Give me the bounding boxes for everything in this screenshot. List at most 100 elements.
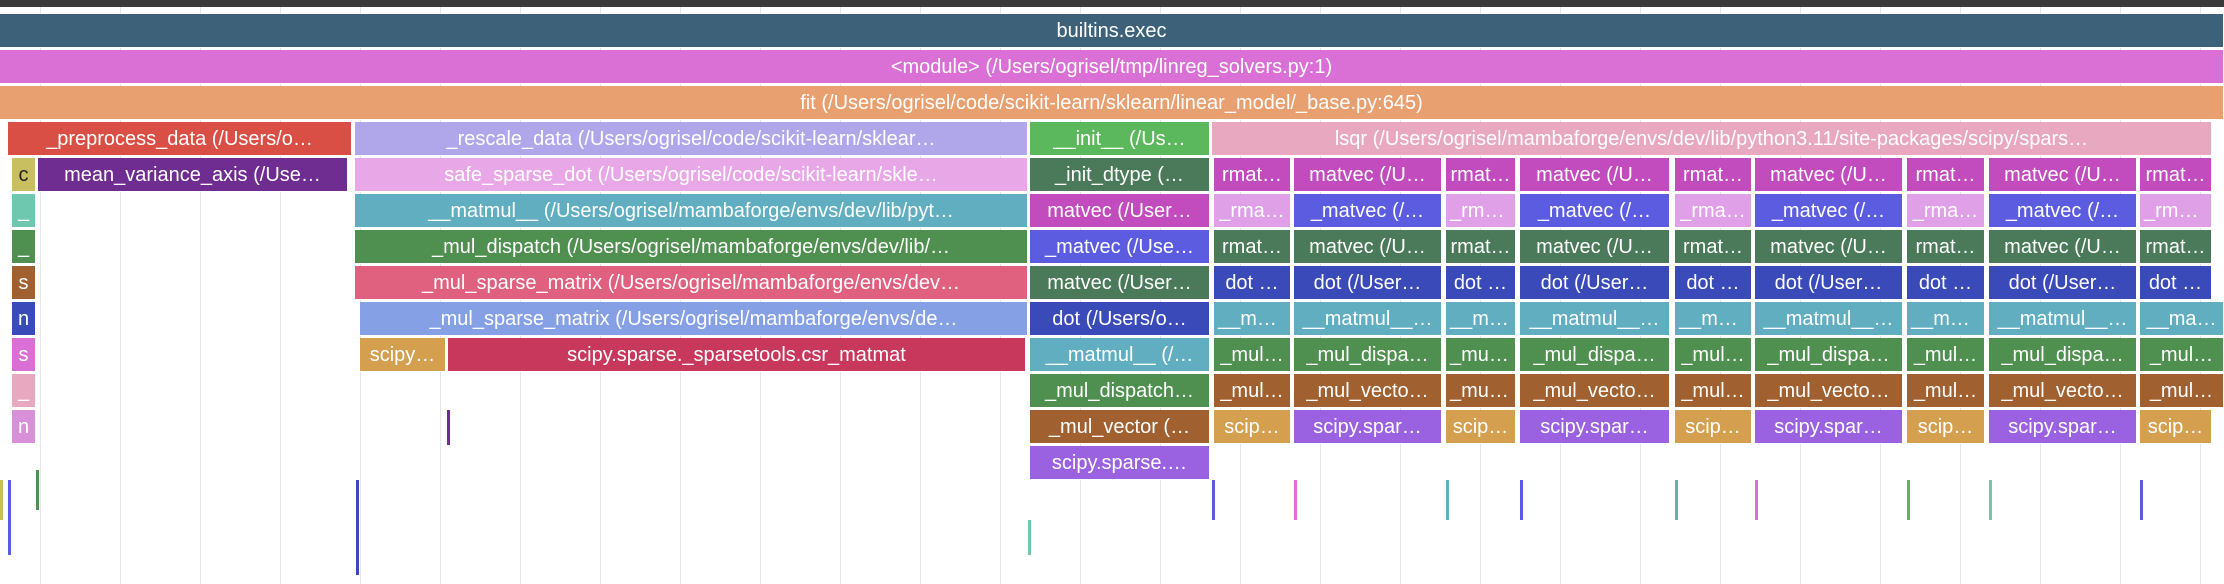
stack-frame[interactable]: dot … <box>1675 266 1752 300</box>
stack-frame[interactable]: _mul_vecto… <box>1755 374 1903 408</box>
stack-frame[interactable]: __ma… <box>1675 302 1752 336</box>
stack-frame[interactable]: builtins.exec <box>0 14 2224 48</box>
stack-frame[interactable]: _mul… <box>1907 338 1985 372</box>
stack-frame[interactable]: matvec (/U… <box>1520 158 1670 192</box>
stack-frame[interactable]: __matmul__… <box>1989 302 2137 336</box>
stack-frame[interactable]: <module> (/Users/ogrisel/tmp/linreg_solv… <box>0 50 2224 84</box>
stack-frame[interactable]: dot (/Users/o… <box>1030 302 1210 336</box>
stack-frame[interactable]: rmat… <box>1214 230 1291 264</box>
stack-frame[interactable]: __ma… <box>1907 302 1985 336</box>
stack-frame[interactable]: rmat… <box>1446 230 1516 264</box>
stack-frame[interactable]: matvec (/U… <box>1989 230 2137 264</box>
stack-frame[interactable]: _mul… <box>1675 374 1752 408</box>
stack-frame[interactable]: rmat… <box>2140 230 2212 264</box>
stack-frame[interactable]: rmat… <box>1446 158 1516 192</box>
stack-frame[interactable]: _matvec (/… <box>1989 194 2137 228</box>
stack-frame[interactable]: scipy.sparse.… <box>1030 446 1210 480</box>
stack-frame[interactable]: __matmul__… <box>1294 302 1442 336</box>
stack-frame[interactable]: rmat… <box>1907 230 1985 264</box>
stack-frame[interactable]: mean_variance_axis (/Use… <box>38 158 348 192</box>
stack-frame[interactable]: _matvec (/… <box>1294 194 1442 228</box>
stack-frame[interactable]: matvec (/U… <box>1755 158 1903 192</box>
stack-frame[interactable]: _mul… <box>1214 374 1291 408</box>
stack-frame[interactable]: dot … <box>1214 266 1291 300</box>
stack-frame[interactable]: safe_sparse_dot (/Users/ogrisel/code/sci… <box>355 158 1028 192</box>
stack-frame[interactable]: _mul_vecto… <box>1294 374 1442 408</box>
stack-frame[interactable]: _mul… <box>2140 338 2224 372</box>
stack-frame[interactable]: dot (/User… <box>1294 266 1442 300</box>
stack-frame[interactable]: scip… <box>1214 410 1291 444</box>
stack-frame[interactable]: _rma… <box>1446 194 1516 228</box>
stack-frame[interactable]: scipy.spar… <box>1989 410 2137 444</box>
stack-frame[interactable]: rmat… <box>1675 230 1752 264</box>
stack-frame[interactable]: _rma… <box>2140 194 2212 228</box>
stack-frame[interactable]: _mul… <box>1675 338 1752 372</box>
stack-frame[interactable]: _mul_dispa… <box>1294 338 1442 372</box>
stack-frame[interactable]: _mul_sparse_matrix (/Users/ogrisel/mamba… <box>355 266 1028 300</box>
stack-frame[interactable]: _ <box>12 230 36 264</box>
stack-frame[interactable]: scip… <box>1675 410 1752 444</box>
stack-frame[interactable]: rmat… <box>1214 158 1291 192</box>
stack-frame[interactable]: matvec (/User… <box>1030 266 1210 300</box>
stack-frame[interactable]: _mul… <box>1446 338 1516 372</box>
stack-frame[interactable]: matvec (/U… <box>1520 230 1670 264</box>
stack-frame[interactable]: fit (/Users/ogrisel/code/scikit-learn/sk… <box>0 86 2224 120</box>
stack-frame[interactable]: dot … <box>2140 266 2212 300</box>
stack-frame[interactable]: scip… <box>1446 410 1516 444</box>
stack-frame[interactable]: s <box>12 266 36 300</box>
stack-frame[interactable]: _preprocess_data (/Users/o… <box>8 122 352 156</box>
stack-frame[interactable]: _mul… <box>1907 374 1985 408</box>
stack-frame[interactable]: _matvec (/… <box>1755 194 1903 228</box>
stack-frame[interactable]: dot (/User… <box>1989 266 2137 300</box>
stack-frame[interactable]: rmat… <box>2140 158 2212 192</box>
stack-frame[interactable]: dot (/User… <box>1755 266 1903 300</box>
stack-frame[interactable]: __matmul__… <box>1520 302 1670 336</box>
stack-frame[interactable]: lsqr (/Users/ogrisel/mambaforge/envs/dev… <box>1212 122 2212 156</box>
stack-frame[interactable]: dot … <box>1907 266 1985 300</box>
stack-frame[interactable]: scip… <box>1907 410 1985 444</box>
stack-frame[interactable]: _mul_vector (… <box>1030 410 1210 444</box>
stack-frame[interactable]: scipy.spar… <box>1520 410 1670 444</box>
stack-frame[interactable]: scipy… <box>360 338 446 372</box>
stack-frame[interactable]: _mul_dispa… <box>1989 338 2137 372</box>
stack-frame[interactable]: _ <box>12 194 36 228</box>
stack-frame[interactable]: n <box>12 410 36 444</box>
stack-frame[interactable]: _rma… <box>1214 194 1291 228</box>
stack-frame[interactable]: matvec (/U… <box>1294 230 1442 264</box>
stack-frame[interactable]: __ma… <box>1214 302 1291 336</box>
stack-frame[interactable]: dot (/User… <box>1520 266 1670 300</box>
stack-frame[interactable]: _matvec (/Use… <box>1030 230 1210 264</box>
stack-frame[interactable]: matvec (/U… <box>1755 230 1903 264</box>
stack-frame[interactable]: _mul_sparse_matrix (/Users/ogrisel/mamba… <box>360 302 1028 336</box>
stack-frame[interactable]: _mul_vecto… <box>1520 374 1670 408</box>
stack-frame[interactable]: _mul_dispa… <box>1755 338 1903 372</box>
stack-frame[interactable]: scipy.spar… <box>1755 410 1903 444</box>
stack-frame[interactable]: matvec (/U… <box>1294 158 1442 192</box>
stack-frame[interactable]: _init_dtype (… <box>1030 158 1210 192</box>
stack-frame[interactable]: _rma… <box>1907 194 1985 228</box>
stack-frame[interactable]: scipy.sparse._sparsetools.csr_matmat <box>448 338 1026 372</box>
stack-frame[interactable]: __matmul__ (/Users/ogrisel/mambaforge/en… <box>355 194 1028 228</box>
stack-frame[interactable]: __ma… <box>2140 302 2224 336</box>
stack-frame[interactable]: __matmul__ (/… <box>1030 338 1210 372</box>
stack-frame[interactable]: dot … <box>1446 266 1516 300</box>
stack-frame[interactable]: __init__ (/Us… <box>1030 122 1210 156</box>
stack-frame[interactable]: _mul_dispatch (/Users/ogrisel/mambaforge… <box>355 230 1028 264</box>
stack-frame[interactable]: s <box>12 338 36 372</box>
stack-frame[interactable]: _matvec (/… <box>1520 194 1670 228</box>
stack-frame[interactable]: _mul_dispa… <box>1520 338 1670 372</box>
stack-frame[interactable]: _mul… <box>2140 374 2224 408</box>
stack-frame[interactable]: n <box>12 302 36 336</box>
stack-frame[interactable]: rmat… <box>1675 158 1752 192</box>
stack-frame[interactable]: _ <box>12 374 36 408</box>
stack-frame[interactable]: _mul_dispatch… <box>1030 374 1210 408</box>
stack-frame[interactable]: _mul_vecto… <box>1989 374 2137 408</box>
stack-frame[interactable]: scip… <box>2140 410 2212 444</box>
stack-frame[interactable]: _rescale_data (/Users/ogrisel/code/sciki… <box>355 122 1028 156</box>
stack-frame[interactable]: _mul… <box>1214 338 1291 372</box>
stack-frame[interactable]: scipy.spar… <box>1294 410 1442 444</box>
stack-frame[interactable]: _mul… <box>1446 374 1516 408</box>
stack-frame[interactable]: _rma… <box>1675 194 1752 228</box>
stack-frame[interactable]: rmat… <box>1907 158 1985 192</box>
